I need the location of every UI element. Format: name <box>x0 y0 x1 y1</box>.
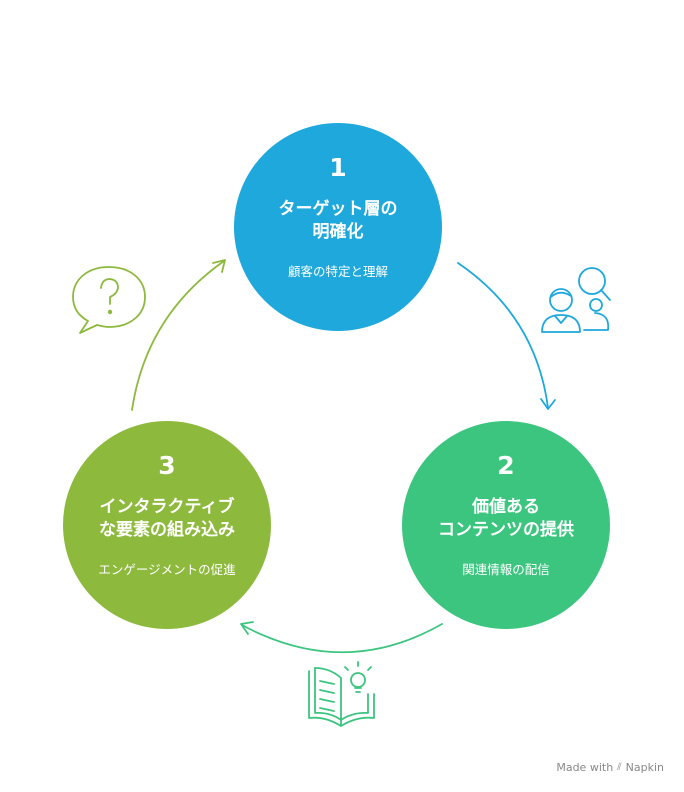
step-2-title-line1: 価値ある <box>472 497 540 517</box>
step-3-circle: 3 インタラクティブ な要素の組み込み エンゲージメントの促進 <box>63 421 271 629</box>
step-2-number: 2 <box>497 451 515 480</box>
arrow-2-to-3 <box>240 621 443 654</box>
made-with-label: Made with <box>556 761 614 774</box>
step-3-number: 3 <box>158 451 176 480</box>
arrow-1-to-2 <box>457 262 556 410</box>
people-search-icon <box>541 267 611 333</box>
made-with-napkin-footer: Made with ⫽ Napkin <box>556 761 664 774</box>
step-3-title-line1: インタラクティブ <box>99 497 235 517</box>
step-1-subtitle: 顧客の特定と理解 <box>287 264 388 279</box>
step-3-title-line2: な要素の組み込み <box>99 520 235 540</box>
step-2-title: 価値ある コンテンツの提供 <box>411 496 601 542</box>
step-2-title-line2: コンテンツの提供 <box>438 520 574 540</box>
book-lightbulb-icon <box>308 661 375 727</box>
step-1-title-line2: 明確化 <box>312 222 364 242</box>
step-2-subtitle: 関連情報の配信 <box>462 562 550 577</box>
step-3-title: インタラクティブ な要素の組み込み <box>72 496 262 542</box>
step-1-circle: 1 ターゲット層の 明確化 顧客の特定と理解 <box>234 123 442 331</box>
arrow-3-to-1 <box>131 259 226 411</box>
napkin-logo-icon: ⫽ <box>617 762 622 773</box>
napkin-brand-label: Napkin <box>625 761 664 774</box>
step-1-title-line1: ターゲット層の <box>278 199 398 219</box>
step-1-number: 1 <box>329 153 347 182</box>
step-1-title: ターゲット層の 明確化 <box>243 198 433 244</box>
step-3-subtitle: エンゲージメントの促進 <box>98 562 236 577</box>
question-bubble-icon <box>72 266 146 334</box>
step-2-circle: 2 価値ある コンテンツの提供 関連情報の配信 <box>402 421 610 629</box>
